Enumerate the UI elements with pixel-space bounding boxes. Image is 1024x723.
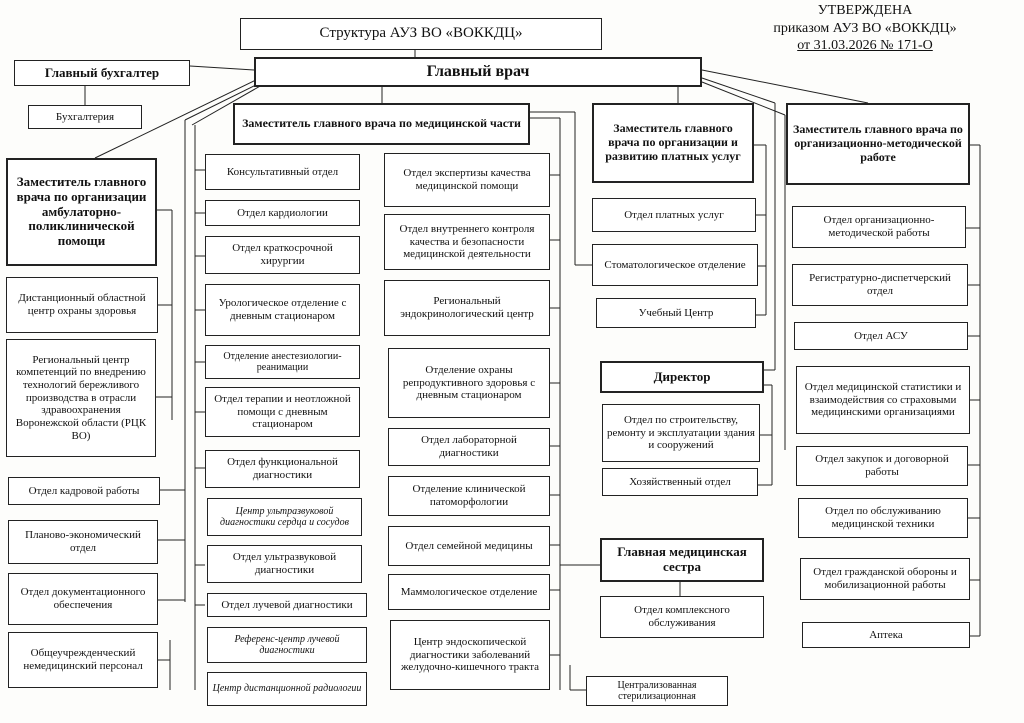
- family-medicine-box: Отдел семейной медицины: [388, 526, 550, 566]
- household-department-box: Хозяйственный отдел: [602, 468, 758, 496]
- accounting-box: Бухгалтерия: [28, 105, 142, 129]
- radiology-department-box: Отдел лучевой диагностики: [207, 593, 367, 617]
- chief-doctor-box: Главный врач: [254, 57, 702, 87]
- approval-line-3: от 31.03.2026 № 171-О: [797, 38, 933, 53]
- distance-health-center-box: Дистанционный областной центр охраны здо…: [6, 277, 158, 333]
- approval-stamp: УТВЕРЖДЕНА приказом АУЗ ВО «ВОККДЦ» от 3…: [750, 2, 980, 55]
- consultative-department-box: Консультативный отдел: [205, 154, 360, 190]
- lean-competence-center-box: Региональный центр компетенций по внедре…: [6, 339, 156, 457]
- procurement-department-box: Отдел закупок и договорной работы: [796, 446, 968, 486]
- anesthesiology-department-box: Отделение анестезиологии-реанимации: [205, 345, 360, 379]
- quality-expertise-box: Отдел экспертизы качества медицинской по…: [384, 153, 550, 207]
- hr-department-box: Отдел кадровой работы: [8, 477, 160, 505]
- org-methodology-department-box: Отдел организационно-методической работы: [792, 206, 966, 248]
- outpatient-deputy-box: Заместитель главного врача по организаци…: [6, 158, 157, 266]
- chief-nurse-box: Главная медицинская сестра: [600, 538, 764, 582]
- functional-diagnostics-box: Отдел функциональной диагностики: [205, 450, 360, 488]
- non-medical-staff-box: Общеучрежденческий немедицинский персона…: [8, 632, 158, 688]
- paid-services-deputy-box: Заместитель главного врача по организаци…: [592, 103, 754, 183]
- civil-defense-department-box: Отдел гражданской обороны и мобилизацион…: [800, 558, 970, 600]
- approval-line-2: приказом АУЗ ВО «ВОККДЦ»: [773, 20, 957, 36]
- sterilization-unit-box: Централизованная стерилизационная: [586, 676, 728, 706]
- registry-dispatch-department-box: Регистратурно-диспетчерский отдел: [792, 264, 968, 306]
- documentation-department-box: Отдел документационного обеспечения: [8, 573, 158, 625]
- dentistry-department-box: Стоматологическое отделение: [592, 244, 758, 286]
- endocrinology-center-box: Региональный эндокринологический центр: [384, 280, 550, 336]
- reference-radiology-center-box: Референс-центр лучевой диагностики: [207, 627, 367, 663]
- pathomorphology-box: Отделение клинической патоморфологии: [388, 476, 550, 516]
- construction-department-box: Отдел по строительству, ремонту и эксплу…: [602, 404, 760, 462]
- pharmacy-box: Аптека: [802, 622, 970, 648]
- urology-department-box: Урологическое отделение с дневным стацио…: [205, 284, 360, 336]
- therapy-department-box: Отдел терапии и неотложной помощи с днев…: [205, 387, 360, 437]
- medical-deputy-box: Заместитель главного врача по медицинско…: [233, 103, 530, 145]
- medical-equipment-service-box: Отдел по обслуживанию медицинской техник…: [798, 498, 968, 538]
- methodology-deputy-box: Заместитель главного врача по организаци…: [786, 103, 970, 185]
- approval-line-1: УТВЕРЖДЕНА: [817, 3, 913, 18]
- endoscopy-center-box: Центр эндоскопической диагностики заболе…: [390, 620, 550, 690]
- asu-department-box: Отдел АСУ: [794, 322, 968, 350]
- paid-services-department-box: Отдел платных услуг: [592, 198, 756, 232]
- chart-title: Структура АУЗ ВО «ВОККДЦ»: [240, 18, 602, 50]
- internal-quality-control-box: Отдел внутреннего контроля качества и бе…: [384, 214, 550, 270]
- ultrasound-diagnostics-box: Отдел ультразвуковой диагностики: [207, 545, 362, 583]
- medical-statistics-department-box: Отдел медицинской статистики и взаимодей…: [796, 366, 970, 434]
- remote-radiology-center-box: Центр дистанционной радиологии: [207, 672, 367, 706]
- chief-accountant-box: Главный бухгалтер: [14, 60, 190, 86]
- cardiology-department-box: Отдел кардиологии: [205, 200, 360, 226]
- director-box: Директор: [600, 361, 764, 393]
- short-term-surgery-box: Отдел краткосрочной хирургии: [205, 236, 360, 274]
- mammology-box: Маммологическое отделение: [388, 574, 550, 610]
- training-center-box: Учебный Центр: [596, 298, 756, 328]
- complex-service-department-box: Отдел комплексного обслуживания: [600, 596, 764, 638]
- planning-economic-department-box: Планово-экономический отдел: [8, 520, 158, 564]
- reproductive-health-box: Отделение охраны репродуктивного здоровь…: [388, 348, 550, 418]
- laboratory-diagnostics-box: Отдел лабораторной диагностики: [388, 428, 550, 466]
- cardio-ultrasound-center-box: Центр ультразвуковой диагностики сердца …: [207, 498, 362, 536]
